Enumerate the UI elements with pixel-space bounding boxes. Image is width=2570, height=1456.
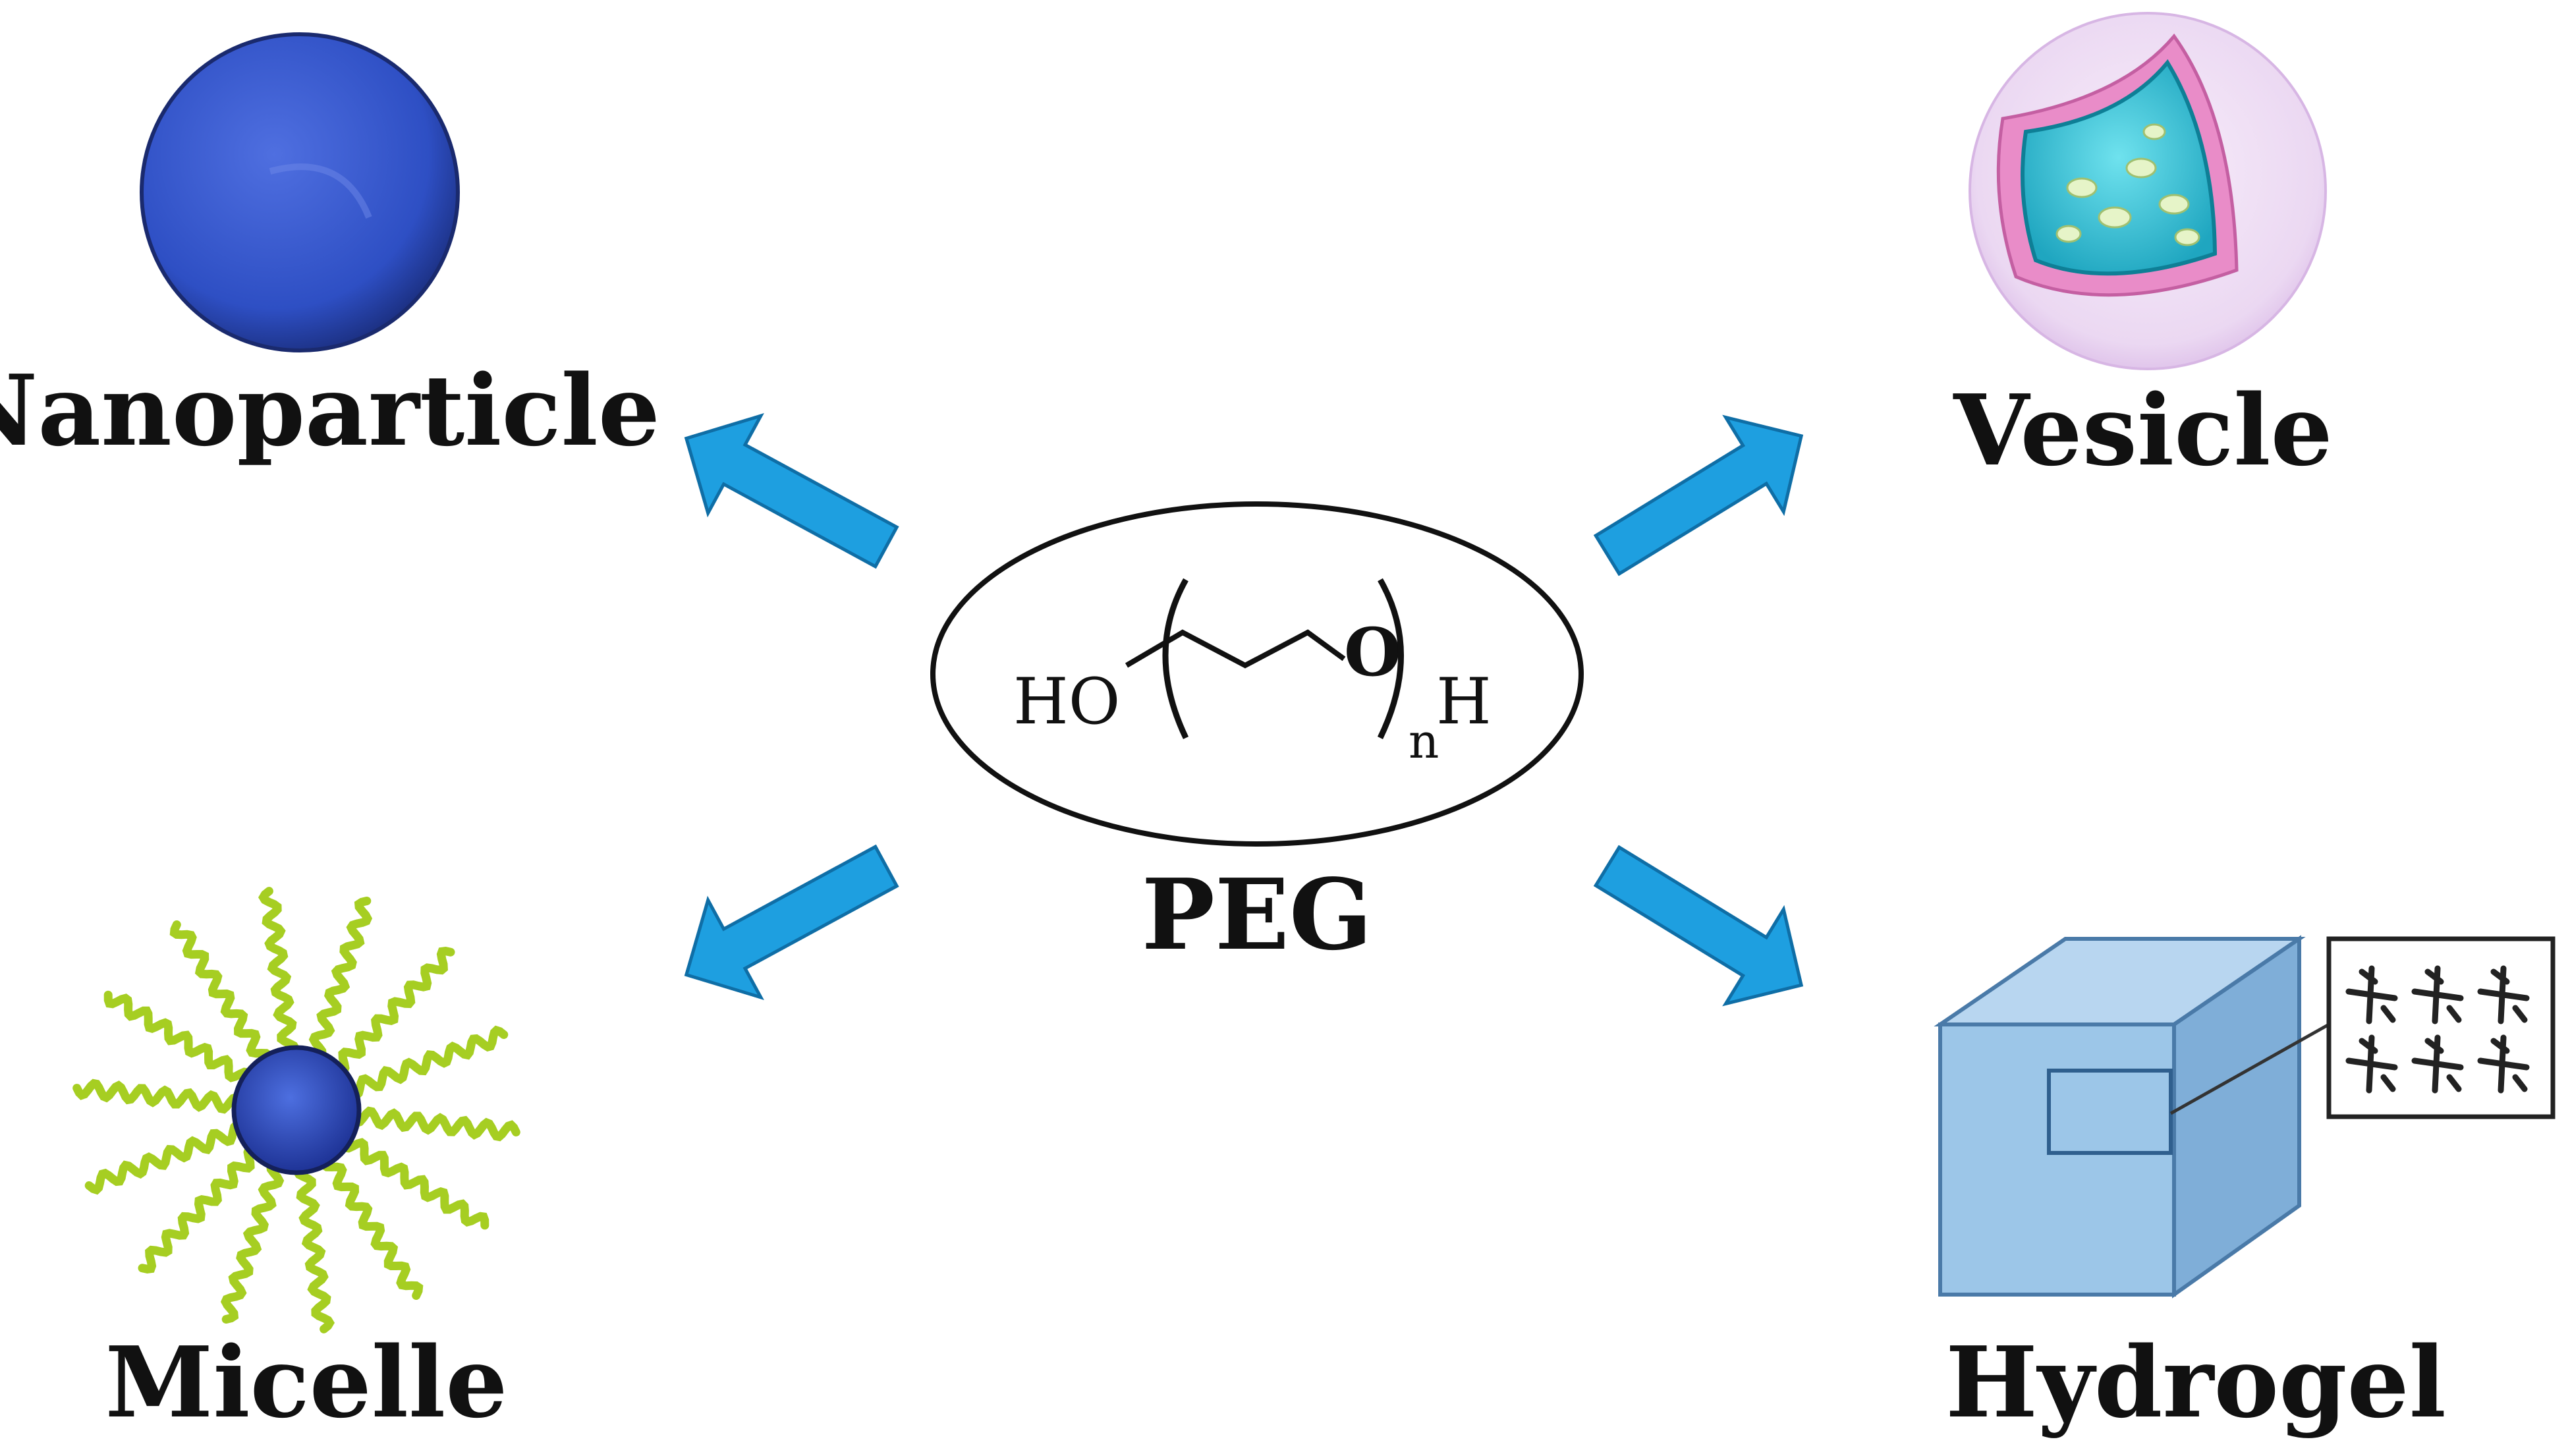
micelle-chain <box>320 1152 424 1300</box>
micelle-node: Micelle <box>72 887 520 1440</box>
formula-h: H <box>1436 665 1492 739</box>
peg-label: PEG <box>1142 857 1373 972</box>
hydrogel-label: Hydrogel <box>1945 1325 2446 1440</box>
micelle-label: Micelle <box>105 1325 508 1440</box>
micelle-chain <box>138 1144 262 1274</box>
formula-oxygen: O <box>1344 613 1401 691</box>
micelle-chain <box>84 1120 248 1195</box>
formula-subscript: n <box>1409 714 1439 769</box>
hydrogel-node: Hydrogel <box>1934 935 2556 1440</box>
vesicle-label: Vesicle <box>1953 373 2332 488</box>
hydrogel-zoom-line <box>2169 1022 2330 1115</box>
nanoparticle-node: Nanoparticle <box>0 32 660 468</box>
micelle-chain <box>258 887 300 1059</box>
hydrogel-network <box>2345 965 2530 1094</box>
micelle-chain <box>348 1106 520 1142</box>
micelle-chain <box>345 1025 509 1100</box>
micelle-chain <box>220 1159 285 1324</box>
micelle-chain <box>169 920 273 1068</box>
nanoparticle-label: Nanoparticle <box>0 353 660 468</box>
hydrogel-cube-front <box>1938 1022 2176 1297</box>
crosslink-node <box>2477 965 2530 1024</box>
nanoparticle-sphere <box>140 32 460 352</box>
arrow-to-vesicle <box>1593 414 1804 576</box>
formula-right-bracket <box>1377 578 1404 739</box>
micelle-chain <box>293 1161 335 1333</box>
peg-ellipse <box>930 501 1584 847</box>
micelle-chain <box>308 897 373 1061</box>
crosslink-node <box>2411 965 2464 1024</box>
micelle-chains <box>72 887 520 1333</box>
formula-left-bracket <box>1162 578 1189 739</box>
formula-bonds <box>1125 629 1346 669</box>
nanoparticle-highlight <box>269 163 372 219</box>
peg-structure: HO O n H PEG <box>930 501 1584 972</box>
micelle-core <box>231 1045 362 1175</box>
micelle-chain <box>103 990 253 1086</box>
arrow-to-micelle <box>684 844 899 1000</box>
arrow-to-hydrogel <box>1593 845 1804 1007</box>
arrows <box>684 413 1804 1007</box>
crosslink-node <box>2477 1034 2530 1094</box>
micelle-chain <box>331 947 455 1076</box>
micelle-chain <box>340 1134 489 1230</box>
crosslink-node <box>2411 1034 2464 1094</box>
micelle-chain <box>72 1078 245 1114</box>
crosslink-node <box>2345 1034 2398 1094</box>
arrow-to-nanoparticle <box>684 413 899 569</box>
crosslink-node <box>2345 965 2398 1024</box>
vesicle-node: Vesicle <box>1953 12 2333 488</box>
vesicle-payload-dots <box>2055 123 2200 246</box>
vesicle-core <box>2021 59 2218 276</box>
hydrogel-inset <box>2326 936 2556 1119</box>
formula-ho: HO <box>1013 665 1120 739</box>
